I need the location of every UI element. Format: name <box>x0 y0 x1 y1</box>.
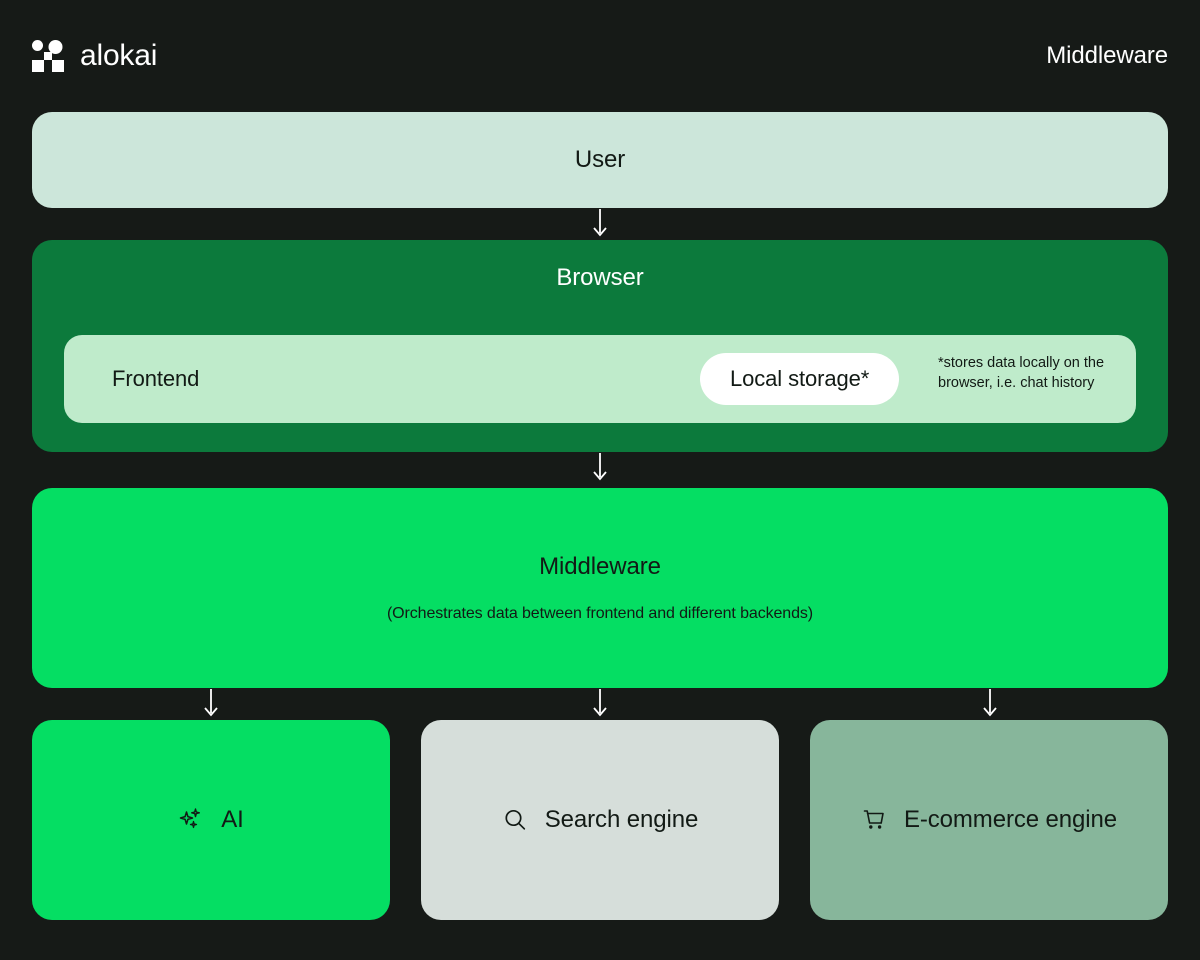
local-storage-label: Local storage* <box>730 366 870 391</box>
backend-ecommerce-label: E-commerce engine <box>903 806 1118 833</box>
backend-box-ecommerce: E-commerce engine <box>810 720 1168 920</box>
backend-ecommerce-content: E-commerce engine <box>861 806 1117 834</box>
search-icon <box>502 807 528 833</box>
connector-middleware-to-search <box>586 688 614 725</box>
shopping-cart-icon <box>861 807 887 833</box>
backend-search-label: Search engine <box>544 806 699 833</box>
user-box-label: User <box>574 146 626 173</box>
browser-box: Browser Frontend Local storage* *stores … <box>32 240 1168 452</box>
backend-box-ai: AI <box>32 720 390 920</box>
local-storage-footnote: *stores data locally on the browser, i.e… <box>938 355 1105 391</box>
local-storage-chip: Local storage* <box>700 353 900 405</box>
page-header: alokai Middleware <box>0 0 1200 112</box>
backend-ai-label: AI <box>221 806 244 833</box>
page-title: Middleware <box>1046 42 1168 69</box>
connector-user-to-browser <box>586 208 614 245</box>
backend-search-content: Search engine <box>502 806 698 834</box>
middleware-box: Middleware (Orchestrates data between fr… <box>32 488 1168 688</box>
frontend-box: Frontend Local storage* *stores data loc… <box>64 335 1136 423</box>
connector-browser-to-middleware <box>586 452 614 489</box>
backend-box-search: Search engine <box>421 720 779 920</box>
brand: alokai <box>32 40 157 72</box>
sparkles-icon <box>178 807 204 833</box>
connector-middleware-to-ai <box>197 688 225 725</box>
browser-box-title: Browser <box>32 264 1168 292</box>
frontend-label: Frontend <box>112 366 200 391</box>
user-box: User <box>32 112 1168 208</box>
alokai-logo-icon <box>32 40 64 72</box>
browser-box-label: Browser <box>556 264 644 291</box>
connector-middleware-to-ecommerce <box>976 688 1004 725</box>
brand-name: alokai <box>80 39 158 72</box>
middleware-box-description: (Orchestrates data between frontend and … <box>386 605 814 622</box>
backend-ai-content: AI <box>178 806 244 834</box>
middleware-box-label: Middleware <box>539 553 661 580</box>
